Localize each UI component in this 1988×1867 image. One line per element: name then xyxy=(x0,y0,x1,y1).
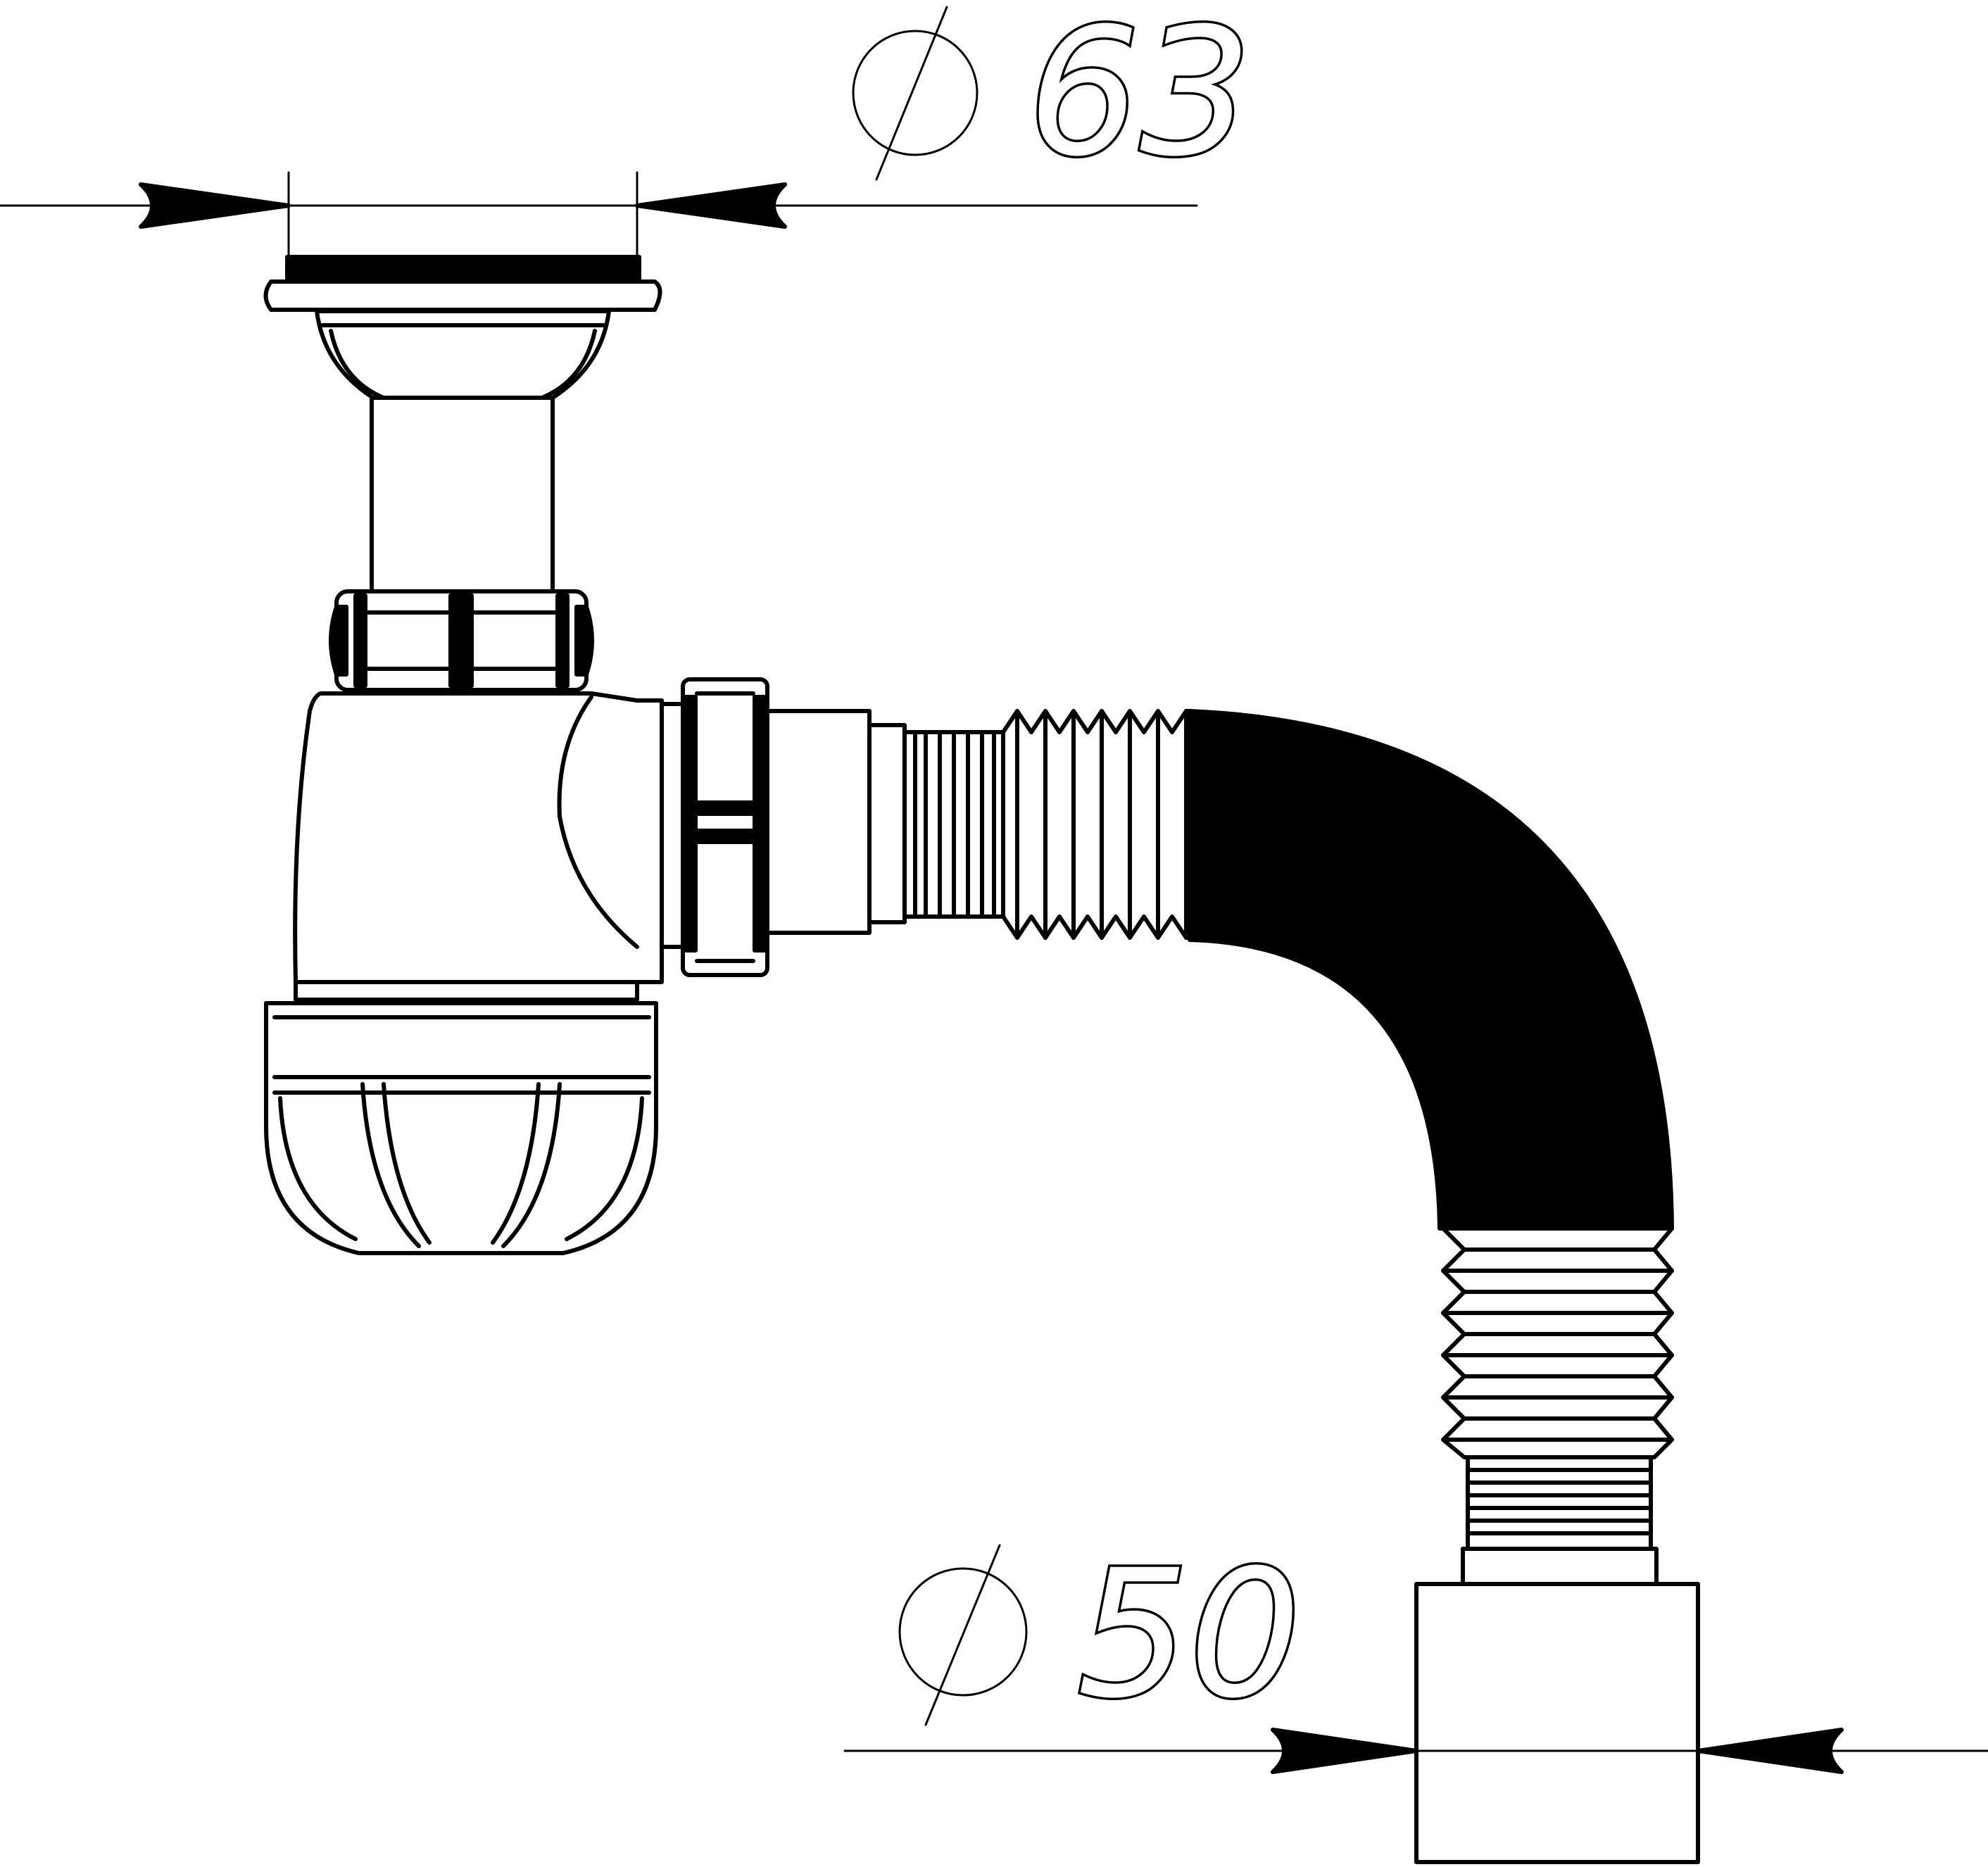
dimension-value-outlet: 50 xyxy=(1077,1532,1301,1737)
arrow-left-top xyxy=(139,182,291,229)
dimension-value-inlet: 63 xyxy=(1028,0,1252,195)
strainer-flange xyxy=(263,279,662,312)
corrugated-hose-horizontal xyxy=(902,709,1192,940)
trap-body xyxy=(293,691,664,1002)
corrugated-hose-vertical xyxy=(1441,1226,1674,1551)
diameter-symbol-top xyxy=(852,6,979,181)
outlet-end-socket xyxy=(1414,1582,1700,1864)
upper-nut xyxy=(329,589,594,692)
diameter-symbol-bottom xyxy=(898,1544,1028,1726)
outlet-end-collar xyxy=(1461,1547,1659,1586)
corrugated-hose-bend xyxy=(1188,709,1674,1231)
sink-strainer xyxy=(263,255,662,400)
tailpiece-pipe xyxy=(370,396,555,593)
outlet-end xyxy=(1414,1547,1700,1864)
arrow-right-top xyxy=(635,182,787,229)
dimension-inlet: 63 xyxy=(0,0,1254,258)
outlet-adapter xyxy=(765,709,872,935)
outlet-adapter-step xyxy=(867,723,907,924)
trap-body-shell xyxy=(293,691,664,1002)
dimension-outlet: 50 xyxy=(843,1530,1988,1774)
bottom-cup-body xyxy=(264,1001,658,1255)
arrow-right-bottom xyxy=(1696,1728,1844,1774)
arrow-left-bottom xyxy=(1271,1728,1418,1774)
flange-gasket xyxy=(285,255,641,283)
trap-bottom-cup xyxy=(264,1001,658,1255)
outlet-nut xyxy=(660,677,769,977)
